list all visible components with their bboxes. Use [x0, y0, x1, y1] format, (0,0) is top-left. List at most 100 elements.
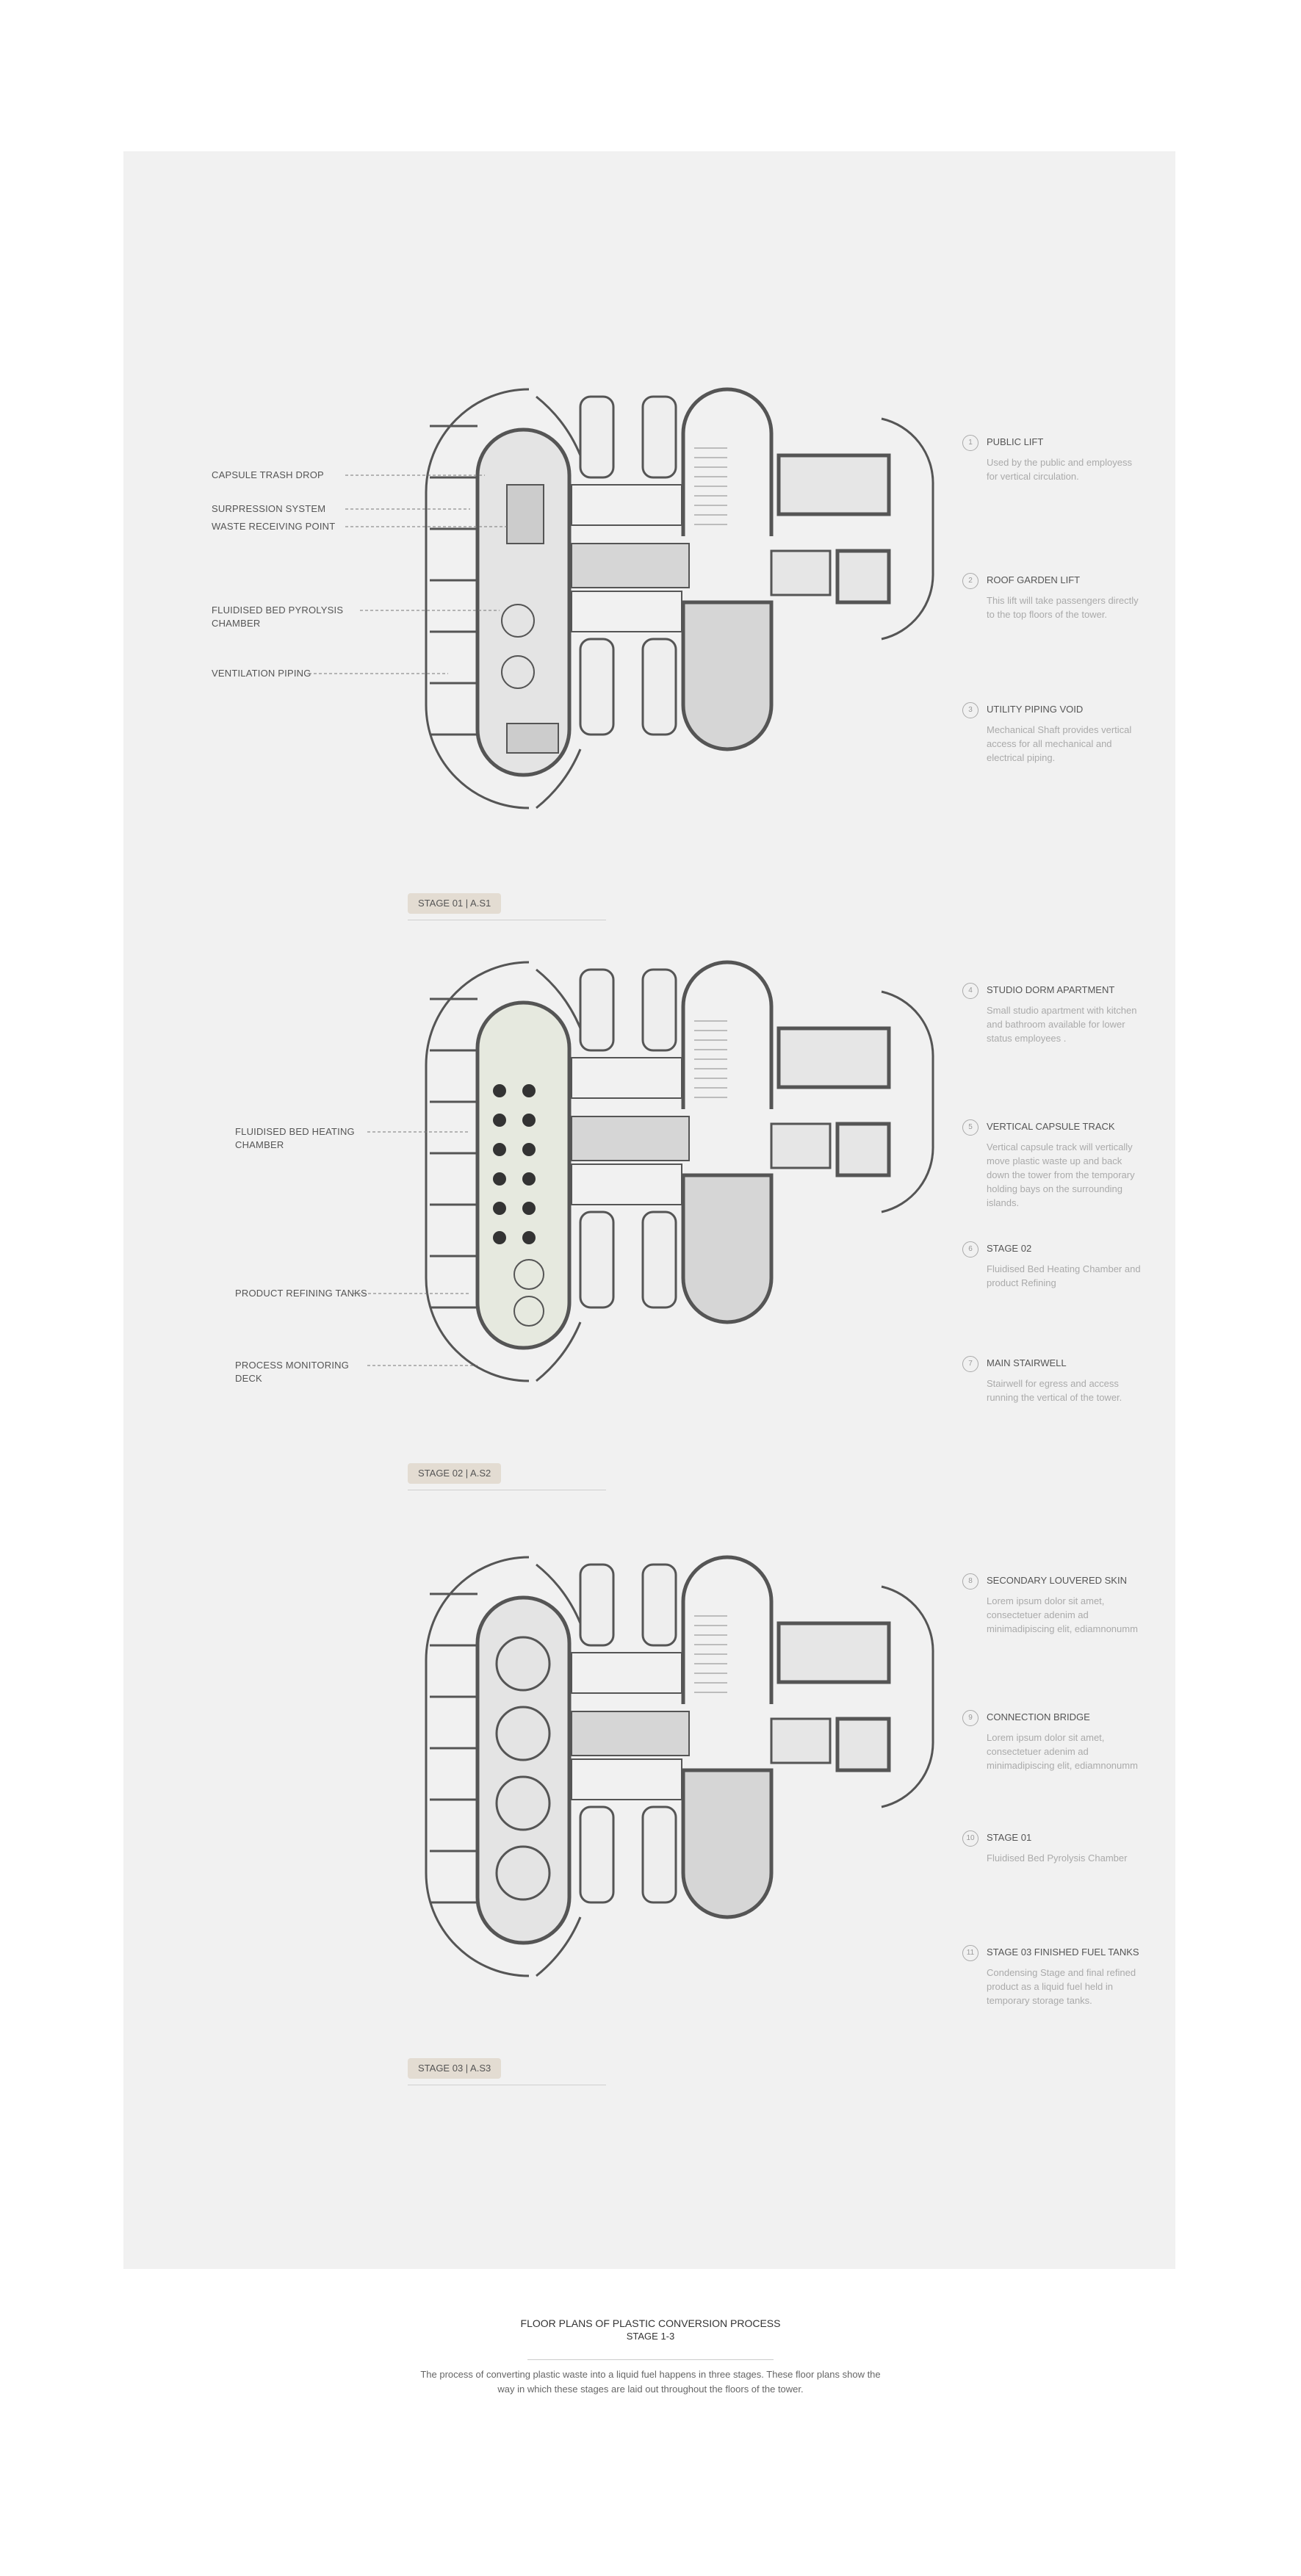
legend-number: 8 [962, 1573, 979, 1590]
stage-label-02: STAGE 02 | A.S2 [408, 1463, 502, 1484]
fuel-storage-tank [495, 1706, 551, 1761]
legend-title: STAGE 03 FINISHED FUEL TANKS [987, 1947, 1139, 1958]
legend-description: Lorem ipsum dolor sit amet, consectetuer… [987, 1595, 1138, 1634]
capsule-track-upper [641, 968, 677, 1052]
caption-title: FLOOR PLANS OF PLASTIC CONVERSION PROCES… [520, 2317, 781, 2329]
fuel-storage-tank [495, 1636, 551, 1692]
capsule-track-lower [641, 638, 677, 736]
louvered-skin [881, 1585, 934, 1808]
heating-node [522, 1084, 536, 1097]
floor-plan-drawing [425, 1555, 934, 1977]
capsule-track-lower [579, 1805, 615, 1904]
legend-title: UTILITY PIPING VOID [987, 704, 1084, 715]
main-stairwell [681, 387, 774, 536]
capsule-track-lower [641, 1211, 677, 1309]
public-lift [776, 1026, 891, 1089]
floor-plan-drawing [309, 387, 934, 809]
legend-title: MAIN STAIRWELL [987, 1357, 1067, 1368]
legend-number: 6 [962, 1241, 979, 1258]
studio-apartment [681, 1173, 774, 1324]
roof-garden-lift [835, 1717, 891, 1772]
drawing-frame [123, 151, 1175, 2269]
connection-bridge [571, 1711, 690, 1756]
legend-number: 1 [962, 435, 979, 451]
louvered-skin [881, 990, 934, 1213]
legend-number: 2 [962, 573, 979, 589]
callout-ventilation-piping: VENTILATION PIPING [212, 668, 311, 679]
legend-number: 9 [962, 1710, 979, 1726]
caption-body: The process of converting plastic waste … [420, 2369, 881, 2395]
track-junction [571, 591, 682, 632]
legend-description: This lift will take passengers directly … [987, 595, 1139, 620]
legend-description: Small studio apartment with kitchen and … [987, 1005, 1137, 1044]
legend-number: 11 [962, 1945, 979, 1961]
heating-node [493, 1114, 506, 1127]
legend-number: 5 [962, 1119, 979, 1136]
capsule-track-upper [579, 968, 615, 1052]
track-junction [571, 1652, 682, 1694]
connection-bridge [571, 543, 690, 588]
callout-pyrolysis-chamber: FLUIDISED BED PYROLYSIS CHAMBER [212, 605, 344, 629]
capsule-track-upper [641, 395, 677, 479]
fuel-storage-tank [495, 1845, 551, 1901]
studio-apartment [681, 1768, 774, 1919]
fuel-storage-tank [495, 1775, 551, 1831]
roof-garden-lift [835, 549, 891, 605]
capsule-track-lower [641, 1805, 677, 1904]
legend-number: 7 [962, 1356, 979, 1372]
main-stairwell [681, 1555, 774, 1704]
track-junction [571, 1057, 682, 1099]
legend-number: 10 [962, 1830, 979, 1847]
louvered-skin [425, 961, 530, 1382]
legend-description: Fluidised Bed Pyrolysis Chamber [987, 1852, 1128, 1864]
stage-label-01: STAGE 01 | A.S1 [408, 893, 502, 914]
legend-description: Stairwell for egress and access running … [987, 1378, 1122, 1403]
louvered-skin [536, 748, 582, 809]
pyrolysis-tank [501, 655, 535, 689]
pyrolysis-tank [501, 604, 535, 638]
utility-piping-void [770, 1122, 832, 1169]
heating-node [493, 1143, 506, 1156]
floor-plan-drawing [353, 960, 934, 1382]
heating-node [493, 1202, 506, 1215]
louvered-skin [425, 388, 530, 809]
refining-tank [513, 1296, 544, 1327]
legend-title: ROOF GARDEN LIFT [987, 574, 1081, 585]
louvered-skin [536, 1321, 582, 1382]
legend-title: VERTICAL CAPSULE TRACK [987, 1121, 1115, 1132]
main-stairwell [681, 960, 774, 1109]
callout-heating-chamber: FLUIDISED BED HEATING CHAMBER [235, 1126, 355, 1150]
heating-node [493, 1231, 506, 1244]
capsule-track-upper [579, 1563, 615, 1647]
studio-apartment [681, 600, 774, 751]
legend-description: Lorem ipsum dolor sit amet, consectetuer… [987, 1732, 1138, 1771]
legend-description: Used by the public and employess for ver… [987, 457, 1133, 482]
heating-node [522, 1143, 536, 1156]
callout-waste-receiving-point: WASTE RECEIVING POINT [212, 521, 336, 532]
callout-refining-tanks: PRODUCT REFINING TANKS [235, 1288, 367, 1299]
callout-suppression-system: SURPRESSION SYSTEM [212, 503, 326, 514]
heating-node [522, 1231, 536, 1244]
process-chamber [475, 1595, 572, 1945]
legend-title: STUDIO DORM APARTMENT [987, 984, 1115, 995]
heating-node [522, 1172, 536, 1186]
capsule-track-upper [641, 1563, 677, 1647]
capsule-track-upper [579, 395, 615, 479]
louvered-skin [536, 395, 582, 456]
legend-title: STAGE 01 [987, 1832, 1032, 1843]
legend-description: Vertical capsule track will vertically m… [987, 1141, 1135, 1208]
legend-title: STAGE 02 [987, 1243, 1032, 1254]
legend-description: Condensing Stage and final refined produ… [987, 1967, 1136, 2006]
floor-plan-stage-03: STAGE 03 | A.S3 [0, 1535, 1301, 2079]
roof-garden-lift [835, 1122, 891, 1177]
heating-node [493, 1172, 506, 1186]
track-junction [571, 484, 682, 526]
track-junction [571, 1758, 682, 1800]
stage-label-03: STAGE 03 | A.S3 [408, 2058, 502, 2079]
floor-plan-stage-02: FLUIDISED BED HEATING CHAMBER PRODUCT RE… [0, 940, 1301, 1484]
caption-subtitle: STAGE 1-3 [626, 2331, 675, 2342]
louvered-skin [536, 968, 582, 1029]
heating-node [522, 1114, 536, 1127]
track-junction [571, 1163, 682, 1205]
utility-piping-void [770, 549, 832, 596]
